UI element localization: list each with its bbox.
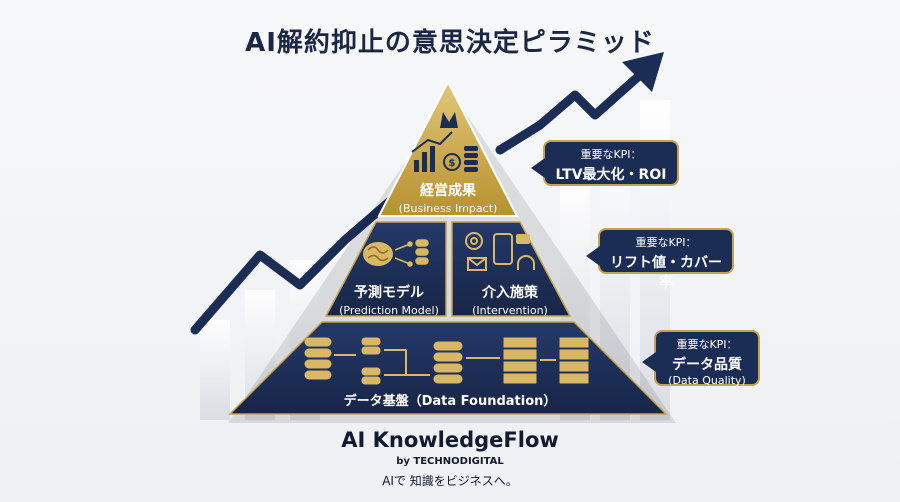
database-flow-icon — [304, 337, 589, 385]
middle-left-tier-label: 予測モデル (Prediction Model) — [330, 282, 448, 317]
kpi-callout-business: 重要なKPI： LTV最大化・ROI — [531, 140, 679, 186]
kpi-callout-model: 重要なKPI： リフト値・カバー率 — [586, 228, 734, 291]
coins-icon: $ — [443, 146, 478, 172]
trend-arrow-icon — [190, 52, 664, 335]
kpi-callout-model-key: 重要なKPI： — [635, 236, 697, 249]
brand-name: AI KnowledgeFlow — [341, 428, 559, 452]
middle-left-tier-title: 予測モデル — [354, 285, 424, 301]
top-tier-title: 経営成果 — [420, 183, 476, 199]
target-icon — [465, 232, 483, 250]
middle-right-tier-title: 介入施策 — [482, 285, 538, 301]
brand-tagline: AIで 知識をビジネスへ。 — [382, 474, 518, 488]
top-tier-label: 経営成果 (Business Impact) — [388, 180, 508, 215]
kpi-callout-data-sub: (Data Quality) — [668, 374, 746, 387]
kpi-callout-business-value: LTV最大化・ROI — [555, 167, 667, 183]
headset-icon — [517, 255, 535, 270]
chat-icon — [516, 234, 530, 244]
svg-text:$: $ — [449, 158, 456, 169]
kpi-callout-business-key: 重要なKPI： — [580, 148, 642, 161]
brand-by: by TECHNODIGITAL — [396, 456, 504, 467]
kpi-callout-data: 重要なKPI： データ品質 (Data Quality) — [642, 330, 760, 387]
mail-icon — [467, 257, 487, 271]
brain-icon — [363, 242, 393, 266]
page-title: AI解約抑止の意思決定ピラミッド — [245, 28, 655, 58]
crown-icon — [440, 112, 458, 128]
phone-icon — [493, 233, 513, 265]
growth-chart-icon — [411, 131, 453, 172]
network-icon — [394, 239, 429, 267]
kpi-callout-data-key: 重要なKPI： — [676, 338, 738, 351]
top-tier-subtitle: (Business Impact) — [398, 202, 498, 215]
bottom-tier-title: データ基盤（Data Foundation） — [343, 394, 557, 409]
pyramid-top-tier — [377, 79, 519, 217]
middle-right-tier-subtitle: (Intervention) — [472, 304, 548, 317]
bottom-tier-label: データ基盤（Data Foundation） — [300, 390, 600, 409]
kpi-callout-model-value: リフト値・カバー率 — [610, 255, 722, 291]
middle-right-tier-label: 介入施策 (Intervention) — [452, 282, 568, 317]
kpi-callout-data-value: データ品質 — [672, 357, 742, 373]
middle-left-tier-subtitle: (Prediction Model) — [339, 304, 439, 317]
